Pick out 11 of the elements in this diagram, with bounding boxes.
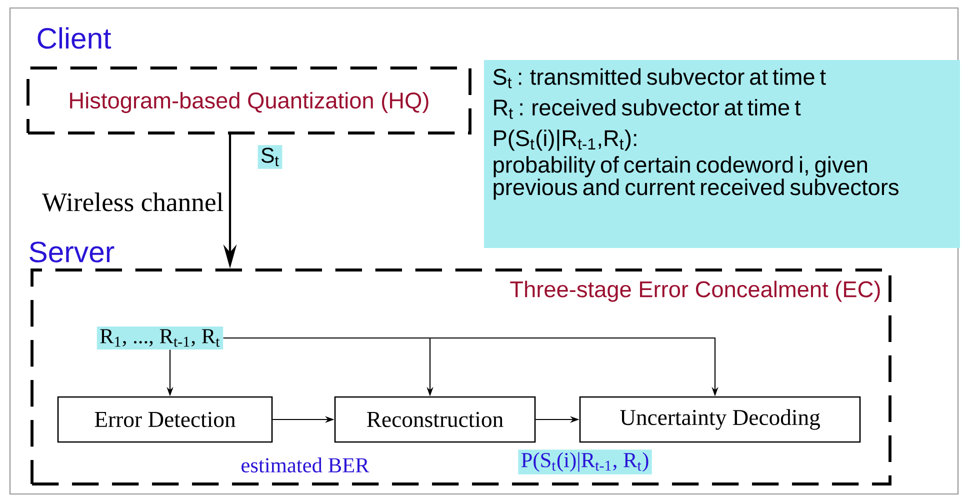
- section-heading: Server: [30, 242, 114, 262]
- edge-label: estimated BER: [238, 454, 372, 476]
- edge-label: S$_{t}$: [258, 145, 282, 169]
- signal-label: R$_{1}$, ..., R$_{t-1}$, R$_{t}$: [96, 326, 224, 350]
- process-box: Uncertainty Decoding: [579, 396, 861, 443]
- process-box: Error Detection: [57, 396, 273, 443]
- dashed-box: Histogram-based Quantization (HQ): [26, 66, 472, 134]
- channel-label: Wireless channel: [42, 192, 224, 212]
- probability-label: P(S$_{t}$(i)|R$_{t-1}$, R$_{t}$): [518, 450, 652, 474]
- definition-panel: S$_{t}$ : transmitted subvector at time t R$_{t}$ : received subvector at time t P(S$_{t}$(i)|R$_{t-1}$,R$_{t}$): probability of certain codeword i, given previous and current received subvectors: [484, 60, 960, 248]
- process-box: Reconstruction: [334, 396, 536, 443]
